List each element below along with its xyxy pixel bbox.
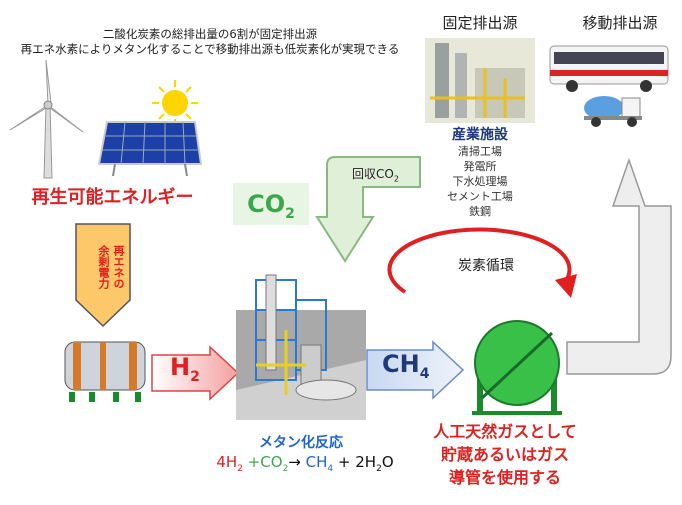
methanation-title: メタン化反応: [259, 435, 343, 451]
electrolyzer-icon: [64, 341, 146, 402]
facility-item: 発電所: [463, 160, 497, 173]
eq-h2: 4H: [216, 453, 238, 471]
wind-turbine-icon: [9, 60, 84, 179]
eq-co2-sub: 2: [282, 464, 289, 474]
storage-line3: 導管を使用する: [448, 468, 561, 487]
eq-arrow: →: [288, 453, 306, 471]
surplus-power-arrow: [75, 223, 131, 328]
co2-sub: 2: [285, 205, 295, 222]
bus-icon: [549, 45, 669, 92]
mobile-source-title: 移動排出源: [582, 14, 658, 32]
carbon-cycle-label: 炭素循環: [458, 258, 514, 274]
surplus-line2: 余剰電力: [97, 245, 110, 289]
renewable-energy-label: 再生可能エネルギー: [31, 187, 194, 208]
ch4-text: CH: [382, 350, 420, 378]
eq-h2-sub: 2: [237, 464, 243, 474]
surplus-power-text: 再エネの余剰電力: [82, 232, 126, 302]
eq-co2: +CO: [242, 453, 283, 471]
h2-sub: 2: [190, 368, 200, 385]
facility-item: 鉄鋼: [469, 205, 491, 218]
facility-item: 清掃工場: [458, 145, 502, 158]
h2-label: H2: [170, 353, 200, 385]
fixed-source-title: 固定排出源: [442, 14, 518, 32]
eq-ch4: CH: [305, 453, 328, 471]
eq-o: O: [381, 453, 394, 471]
header-line1: 二酸化炭素の総排出量の6割が固定排出源: [102, 27, 318, 41]
storage-text: 人工天然ガスとして 貯蔵あるいはガス 導管を使用する: [410, 420, 600, 489]
ch4-arrow: [366, 340, 465, 400]
facility-list: 清掃工場 発電所 下水処理場 セメント工場 鉄鋼: [425, 144, 535, 219]
ch4-sub: 4: [419, 365, 430, 382]
recovered-co2-arrow: [315, 156, 421, 263]
industrial-facility-label: 産業施設: [452, 127, 508, 143]
co2-label: CO2: [233, 183, 309, 225]
sun-icon: [152, 80, 198, 126]
gas-tank-icon: [472, 320, 562, 415]
recovered-co2-label: 回収CO2: [352, 165, 399, 183]
header-line2: 再エネ水素によりメタン化することで移動排出源も低炭素化が実現できる: [20, 42, 400, 56]
h2-text: H: [170, 353, 191, 381]
storage-line1: 人工天然ガスとして: [433, 422, 577, 441]
recovered-co2-text: 回収CO: [352, 167, 394, 181]
h2-arrow: [151, 345, 240, 401]
eq-ch4-sub: 4: [327, 464, 334, 474]
eq-h2o-sub: 2: [376, 464, 382, 474]
eq-h2o: + 2H: [333, 453, 377, 471]
surplus-line1: 再エネの: [112, 245, 125, 289]
reaction-equation: 4H2 +CO2→ CH4 + 2H2O: [200, 453, 410, 474]
methanation-plant-icon: [236, 274, 366, 420]
carbon-cycle-arrow: [387, 227, 577, 298]
truck-icon: [584, 96, 642, 127]
recovered-co2-sub: 2: [393, 174, 399, 184]
storage-line2: 貯蔵あるいはガス: [440, 445, 569, 464]
return-arrow-shape: [566, 157, 672, 375]
header-text: 二酸化炭素の総排出量の6割が固定排出源 再エネ水素によりメタン化することで移動排…: [0, 27, 420, 57]
co2-text: CO: [247, 190, 286, 218]
facility-item: 下水処理場: [452, 175, 508, 188]
solar-panel-icon: [97, 121, 203, 177]
factory-icon: [425, 38, 535, 123]
ch4-label: CH4: [382, 350, 429, 382]
facility-item: セメント工場: [447, 190, 513, 203]
